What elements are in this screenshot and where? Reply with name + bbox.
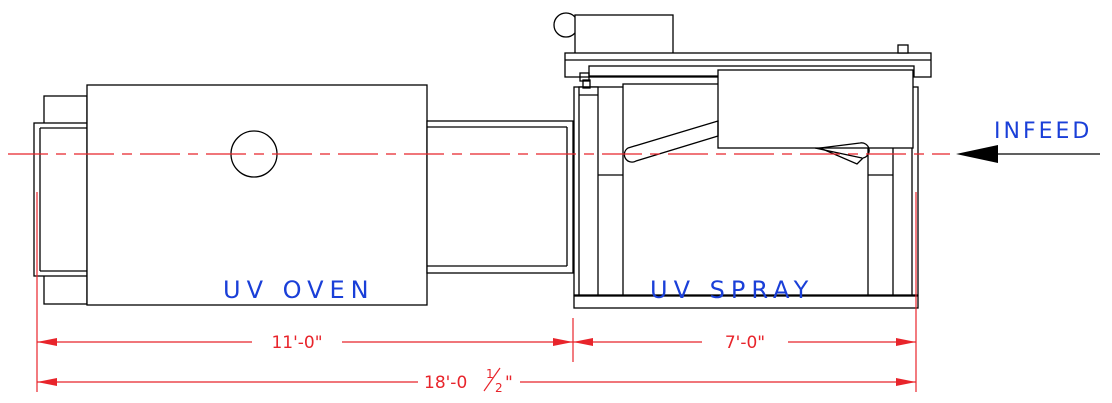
dim-spray-length: 7'-0" bbox=[573, 333, 916, 353]
dim-overall-frac-num: 1 bbox=[486, 367, 494, 381]
infeed-arrowhead bbox=[956, 145, 998, 163]
infeed-label: INFEED bbox=[994, 119, 1092, 144]
dim-overall-frac-den: 2 bbox=[495, 381, 503, 395]
dim-overall-inch: " bbox=[505, 373, 513, 393]
oven-exit-conveyor bbox=[426, 120, 574, 274]
infeed-arrow bbox=[956, 145, 1100, 163]
spray-gun-housing bbox=[717, 69, 914, 149]
dim-overall-whole: 18'-0 bbox=[424, 373, 467, 393]
spray-arm-right bbox=[817, 142, 870, 165]
dim-oven-text: 11'-0" bbox=[271, 333, 322, 353]
uv-oven-assembly bbox=[33, 84, 574, 306]
dim-overall-length: 18'-0 1 2 " bbox=[37, 367, 916, 395]
spray-arm-left bbox=[623, 120, 719, 163]
uv-oven-label: UV OVEN bbox=[223, 276, 375, 304]
uv-spray-assembly bbox=[553, 12, 932, 309]
oven-body bbox=[86, 84, 428, 306]
spray-base bbox=[573, 295, 919, 309]
oven-left-conveyor bbox=[33, 122, 88, 277]
dim-oven-length: 11'-0" bbox=[37, 333, 573, 353]
dim-spray-text: 7'-0" bbox=[725, 333, 765, 353]
uv-spray-label: UV SPRAY bbox=[650, 276, 814, 304]
spray-motor-box bbox=[574, 14, 674, 56]
